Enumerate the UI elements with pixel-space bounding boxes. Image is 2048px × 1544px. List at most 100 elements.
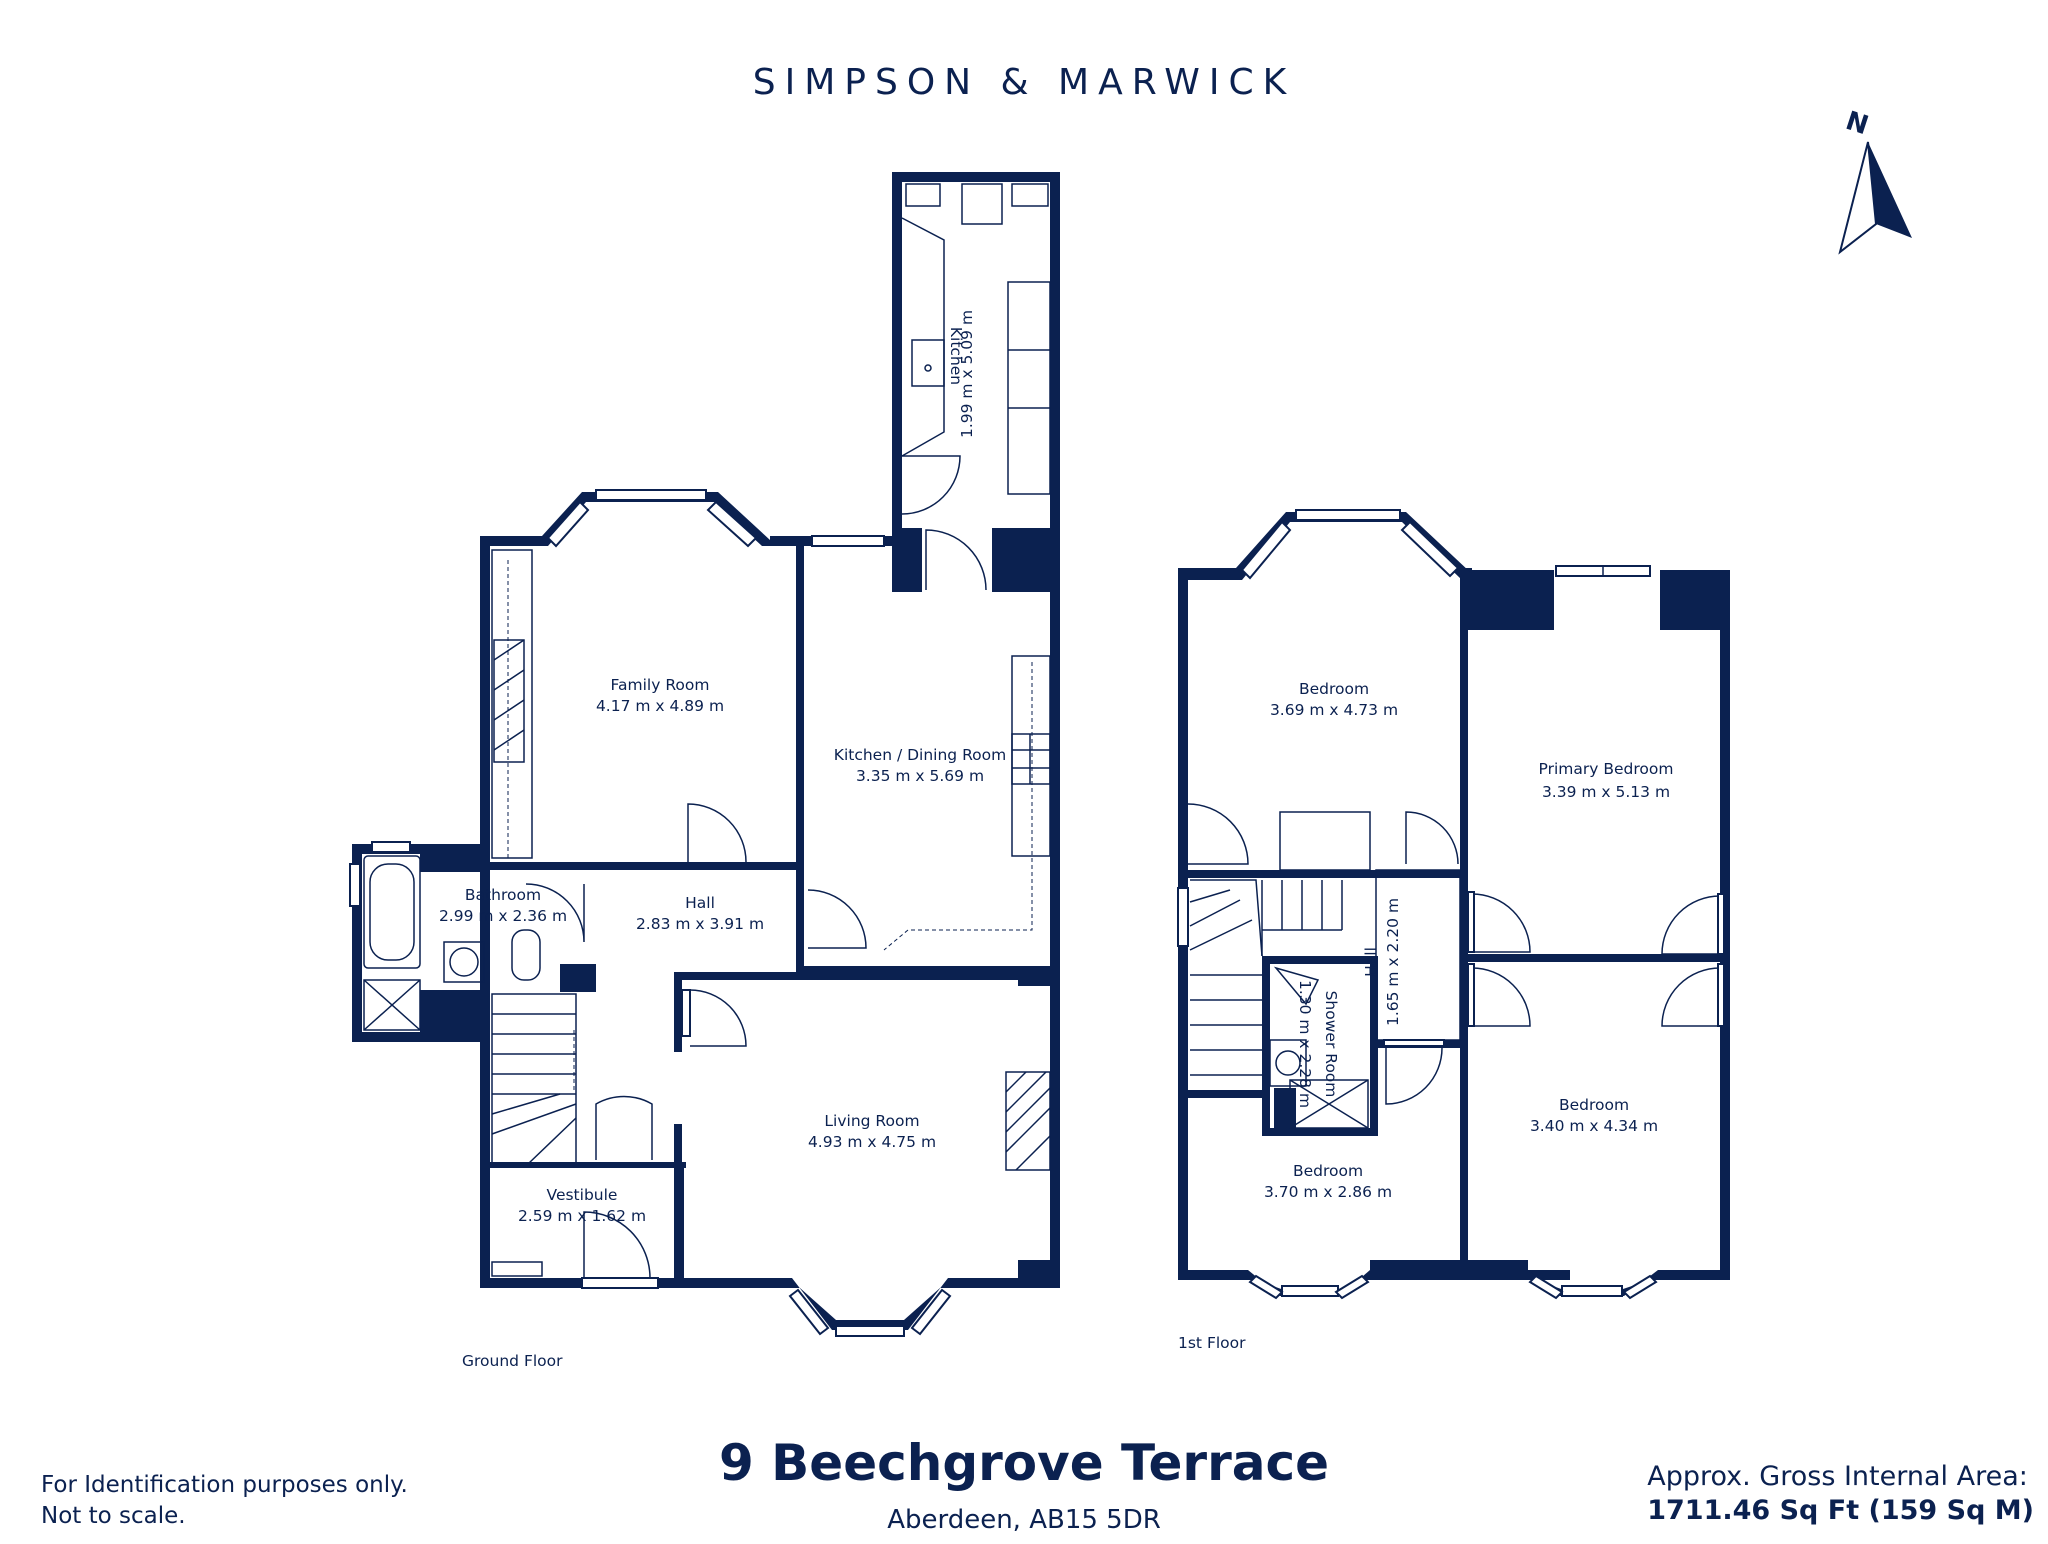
hatch <box>1005 1087 1051 1133</box>
door-frame <box>681 989 691 1037</box>
window <box>1622 1274 1658 1300</box>
door <box>925 529 987 591</box>
worktop <box>1011 655 1051 857</box>
hatch <box>493 699 525 721</box>
shower-tray-icon <box>363 979 421 1031</box>
wall <box>1178 1270 1248 1280</box>
door <box>1471 893 1531 953</box>
room-size-hall-first: 1.65 m x 2.20 m <box>1384 898 1402 1026</box>
dashed-line <box>883 662 1033 951</box>
stair-step <box>491 1103 577 1135</box>
wardrobe <box>1279 811 1371 871</box>
window <box>910 1288 952 1336</box>
room-name-hall-first: Hall <box>1362 947 1380 977</box>
window <box>1281 1285 1339 1297</box>
hatch <box>493 669 525 691</box>
window <box>1248 1274 1284 1300</box>
wall <box>1178 568 1236 580</box>
bay-wall <box>792 1278 948 1330</box>
door <box>1187 803 1249 865</box>
wall <box>1460 580 1468 1280</box>
door <box>1385 1047 1443 1105</box>
room-size-kitchen: 1.99 m x 5.09 m <box>958 310 976 438</box>
wall <box>674 972 1060 980</box>
basin-icon <box>443 941 485 983</box>
wall <box>352 844 482 854</box>
kitchen-unit <box>1007 281 1051 495</box>
window <box>595 489 707 501</box>
door <box>1405 811 1459 865</box>
disclaimer-line-1: For Identification purposes only. <box>41 1472 408 1498</box>
sink-drain <box>924 364 932 372</box>
fireplace-hatch-icon <box>493 639 525 763</box>
room-name-bedroom-3: Bedroom <box>1559 1096 1629 1114</box>
wall <box>352 844 362 1042</box>
shower-cross <box>1289 1079 1369 1129</box>
wall <box>892 172 902 592</box>
wall <box>1262 956 1270 1136</box>
hatch <box>1015 1135 1051 1171</box>
wall <box>490 1162 686 1168</box>
wall <box>480 536 542 546</box>
window <box>788 1288 830 1336</box>
window <box>835 1325 905 1337</box>
room-name-hall-ground: Hall <box>685 894 715 912</box>
room-name-kitchen: Kitchen <box>947 327 965 385</box>
window <box>1177 887 1189 947</box>
wall <box>420 846 482 872</box>
door-frame <box>1467 963 1475 1027</box>
room-name-vestibule: Vestibule <box>547 1186 618 1204</box>
area-value: 1711.46 Sq Ft (159 Sq M) <box>1647 1495 2034 1526</box>
stair-step <box>1189 889 1231 903</box>
door-frame <box>1383 1039 1445 1047</box>
kitchen-sink-icon <box>911 339 945 387</box>
wall <box>1510 1270 1570 1280</box>
toilet-icon <box>1273 966 1320 1006</box>
door-frame <box>1717 893 1725 955</box>
room-name-bathroom: Bathroom <box>465 886 541 904</box>
hatch <box>1005 1071 1047 1113</box>
first-floor-plan: Bedroom 3.69 m x 4.73 m Primary Bedroom … <box>1177 509 1730 1352</box>
door <box>687 803 747 863</box>
window <box>546 500 590 548</box>
basin-bowl <box>449 947 479 977</box>
hatch <box>1005 1071 1027 1093</box>
wall <box>948 1278 1060 1288</box>
wall <box>420 990 482 1042</box>
gross-internal-area: Approx. Gross Internal Area: 1711.46 Sq … <box>1647 1460 2034 1528</box>
entrance <box>581 1277 659 1289</box>
room-size-hall-ground: 2.83 m x 3.91 m <box>636 915 764 933</box>
north-arrow-icon: N <box>1838 106 1912 255</box>
wall <box>1188 1090 1268 1098</box>
wall <box>1188 870 1468 878</box>
kitchen-unit <box>905 183 941 207</box>
wall <box>796 966 1060 974</box>
bathtub-icon <box>363 855 421 969</box>
wall <box>1050 536 1060 1288</box>
door <box>525 883 585 943</box>
wall <box>1370 956 1378 1136</box>
wall <box>1658 1270 1730 1280</box>
door <box>807 889 867 949</box>
room-size-living-room: 4.93 m x 4.75 m <box>808 1133 936 1151</box>
basin-icon <box>1269 1039 1307 1087</box>
stair-step <box>1189 919 1253 951</box>
wall <box>1262 1128 1378 1136</box>
room-name-kitchen-dining: Kitchen / Dining Room <box>834 746 1006 764</box>
wall <box>480 862 798 870</box>
window <box>1561 1285 1623 1297</box>
room-size-family-room: 4.17 m x 4.89 m <box>596 697 724 715</box>
kitchen-worktop <box>901 217 945 457</box>
area-label: Approx. Gross Internal Area: <box>1647 1461 2028 1492</box>
fitted-cupboard <box>491 549 533 859</box>
door <box>901 455 961 515</box>
window <box>1400 520 1460 578</box>
room-name-primary-bedroom: Primary Bedroom <box>1539 760 1674 778</box>
shower-cross <box>363 979 421 1031</box>
wall <box>352 1032 482 1042</box>
wall <box>674 1124 682 1278</box>
room-size-bedroom-2: 3.70 m x 2.86 m <box>1264 1183 1392 1201</box>
bay-wall <box>1528 1270 1658 1296</box>
wall <box>992 528 1060 592</box>
